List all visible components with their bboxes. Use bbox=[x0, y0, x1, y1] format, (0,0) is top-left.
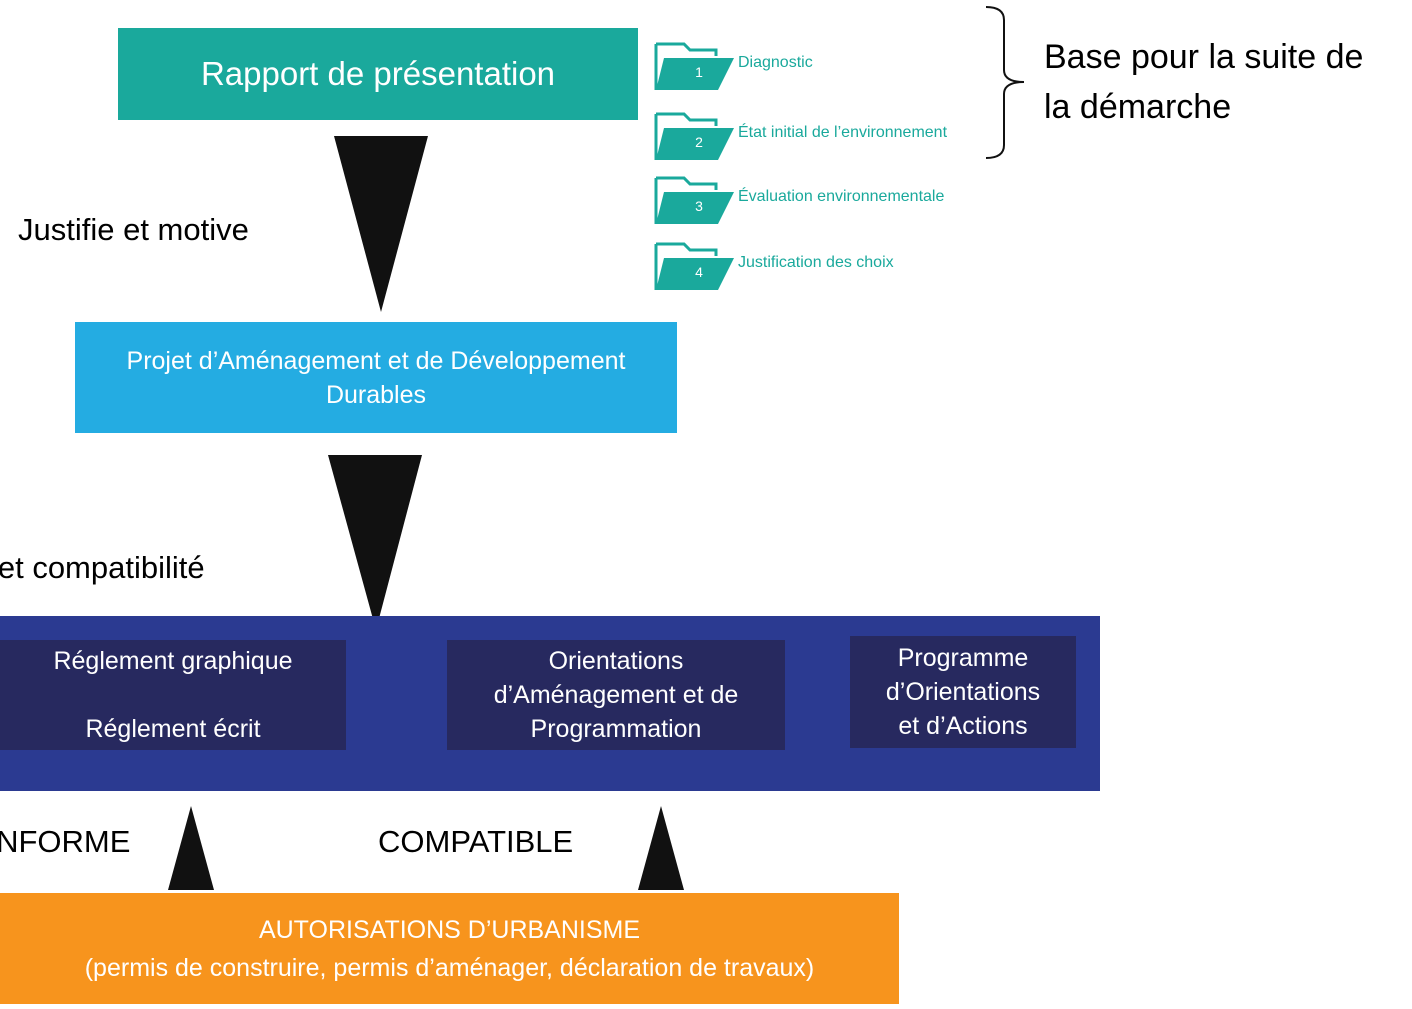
label-conforme: ONFORME bbox=[0, 824, 131, 859]
autorisations-subtitle: (permis de construire, permis d’aménager… bbox=[84, 953, 815, 982]
folder-item-diagnostic: 1 Diagnostic bbox=[654, 40, 974, 92]
folder-label: Justification des choix bbox=[738, 254, 894, 271]
autorisations-title: AUTORISATIONS D’URBANISME bbox=[258, 915, 641, 944]
poa-line1: Programme bbox=[897, 644, 1029, 672]
padd-line1: Projet d’Aménagement et de Développement bbox=[126, 346, 626, 375]
rapport-presentation-box: Rapport de présentation bbox=[118, 28, 638, 120]
rapport-title: Rapport de présentation bbox=[200, 55, 556, 92]
arrow-up-conforme bbox=[168, 806, 214, 890]
base-note-line2: la démarche bbox=[1044, 88, 1232, 126]
oap-line3: Programmation bbox=[530, 715, 702, 743]
folder-number: 2 bbox=[695, 134, 703, 150]
padd-line2: Durables bbox=[325, 380, 427, 409]
base-note: Base pour la suite de la démarche bbox=[1044, 32, 1404, 132]
folder-item-evaluation: 3 Évaluation environnementale bbox=[654, 174, 974, 226]
label-justifie: Justifie et motive bbox=[18, 212, 249, 247]
oap-box: Orientations d’Aménagement et de Program… bbox=[447, 640, 785, 750]
reglement-ecrit: Réglement écrit bbox=[85, 715, 261, 743]
folder-label: État initial de l’environnement bbox=[738, 124, 948, 141]
autorisations-box: AUTORISATIONS D’URBANISME (permis de con… bbox=[0, 893, 899, 1004]
label-compatibilite: e et compatibilité bbox=[0, 550, 205, 585]
oap-line2: d’Aménagement et de bbox=[493, 681, 739, 709]
base-note-line1: Base pour la suite de bbox=[1044, 38, 1364, 76]
brace-icon bbox=[985, 6, 1025, 159]
folder-icon bbox=[654, 112, 734, 160]
folder-icon bbox=[654, 242, 734, 290]
folder-label: Diagnostic bbox=[738, 54, 813, 71]
padd-box: Projet d’Aménagement et de Développement… bbox=[75, 322, 677, 433]
folder-number: 1 bbox=[695, 64, 703, 80]
arrow-down-2 bbox=[328, 455, 422, 630]
folder-number: 4 bbox=[695, 264, 703, 280]
poa-box: Programme d’Orientations et d’Actions bbox=[850, 636, 1076, 748]
reglement-box: Réglement graphique Réglement écrit bbox=[0, 640, 346, 750]
oap-line1: Orientations bbox=[548, 647, 684, 675]
folder-item-etat-initial: 2 État initial de l’environnement bbox=[654, 110, 974, 162]
folder-number: 3 bbox=[695, 198, 703, 214]
poa-line2: d’Orientations bbox=[885, 678, 1041, 706]
folder-icon bbox=[654, 42, 734, 90]
arrow-down-1 bbox=[334, 136, 428, 312]
arrow-up-compatible bbox=[638, 806, 684, 890]
folder-item-justification: 4 Justification des choix bbox=[654, 240, 974, 292]
label-compatible: COMPATIBLE bbox=[378, 824, 574, 859]
reglement-graphique: Réglement graphique bbox=[53, 647, 293, 675]
folder-icon bbox=[654, 176, 734, 224]
folder-label: Évaluation environnementale bbox=[738, 188, 945, 205]
poa-line3: et d’Actions bbox=[898, 712, 1028, 740]
